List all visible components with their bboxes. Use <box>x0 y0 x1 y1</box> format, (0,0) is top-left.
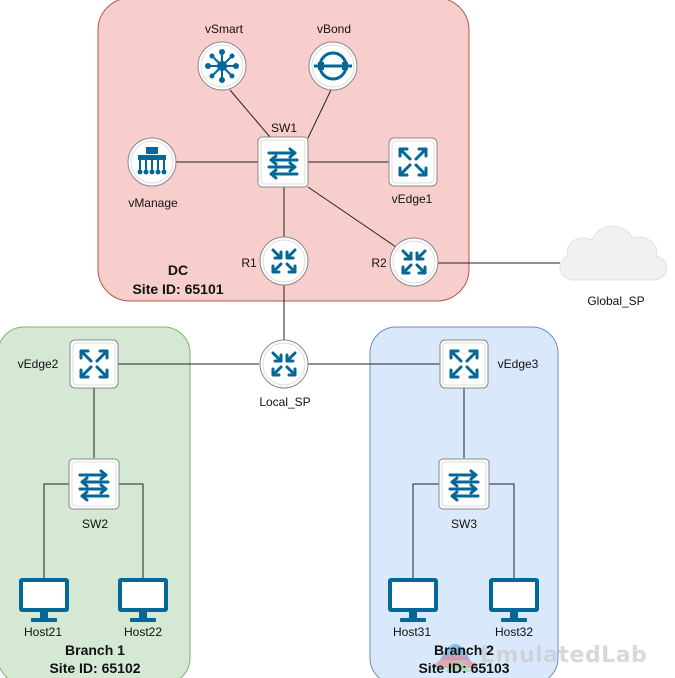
r2-label: R2 <box>371 256 387 270</box>
vedge3-label: vEdge3 <box>498 357 539 371</box>
host21-label: Host21 <box>24 625 62 639</box>
link-sw3-host32 <box>489 483 515 578</box>
vsmart-node[interactable]: vSmart <box>197 22 247 91</box>
vbond-label: vBond <box>317 22 351 36</box>
branch2-title: Branch 2 <box>434 642 494 658</box>
host31-node[interactable]: Host31 <box>388 578 438 639</box>
vedge-router-icon <box>438 338 490 390</box>
host22-node[interactable]: Host22 <box>118 578 168 639</box>
vedge3-node[interactable]: vEdge3 <box>438 338 539 390</box>
vmanage-icon <box>127 137 177 187</box>
links <box>43 89 560 578</box>
branch2-site-id: Site ID: 65103 <box>418 660 509 676</box>
link-vbond-sw1 <box>307 89 332 139</box>
r2-node[interactable]: R2 <box>371 236 440 288</box>
sw2-node[interactable]: SW2 <box>67 457 121 531</box>
host31-label: Host31 <box>393 625 431 639</box>
vedge1-label: vEdge1 <box>392 192 433 206</box>
global-sp-label: Global_SP <box>587 294 644 308</box>
vedge2-label: vEdge2 <box>18 357 59 371</box>
sw3-label: SW3 <box>451 517 477 531</box>
vsmart-icon <box>197 41 247 91</box>
switch-icon <box>67 457 121 511</box>
branch1-title: Branch 1 <box>65 642 125 658</box>
vsmart-label: vSmart <box>205 22 244 36</box>
sw2-label: SW2 <box>82 517 108 531</box>
link-sw2-host21 <box>43 483 69 578</box>
global-sp-node: Global_SP <box>559 225 668 308</box>
dc-title: DC <box>168 262 188 278</box>
watermark-logo: EmulatedLab <box>432 643 647 672</box>
vedge1-node[interactable]: vEdge1 <box>387 136 439 206</box>
vmanage-label: vManage <box>128 196 178 210</box>
switch-icon <box>437 457 491 511</box>
router-icon <box>388 236 440 288</box>
sw1-node[interactable]: SW1 <box>256 121 310 189</box>
switch-icon <box>256 135 310 189</box>
sw3-node[interactable]: SW3 <box>437 457 491 531</box>
link-sw1-r2 <box>307 186 397 248</box>
sw1-label: SW1 <box>271 121 297 135</box>
router-icon <box>258 338 310 390</box>
r1-node[interactable]: R1 <box>241 235 310 287</box>
host32-label: Host32 <box>495 625 533 639</box>
vbond-icon <box>308 41 358 91</box>
vedge-router-icon <box>68 338 120 390</box>
r1-label: R1 <box>241 256 257 270</box>
local-sp-node[interactable]: Local_SP <box>258 338 311 409</box>
watermark-text: EmulatedLab <box>480 643 647 668</box>
cloud-icon <box>559 225 668 281</box>
vmanage-node[interactable]: vManage <box>127 137 178 210</box>
router-icon <box>258 235 310 287</box>
vedge2-node[interactable]: vEdge2 <box>18 338 120 390</box>
vbond-node[interactable]: vBond <box>308 22 358 91</box>
vedge-router-icon <box>387 136 439 188</box>
local-sp-label: Local_SP <box>259 395 310 409</box>
host22-label: Host22 <box>124 625 162 639</box>
host21-node[interactable]: Host21 <box>19 578 69 639</box>
link-vsmart-sw1 <box>229 89 271 138</box>
watermark-icon <box>432 644 478 672</box>
link-sw2-host22 <box>119 483 144 578</box>
branch1-site-id: Site ID: 65102 <box>49 660 140 676</box>
dc-site-id: Site ID: 65101 <box>132 281 223 297</box>
host32-node[interactable]: Host32 <box>489 578 539 639</box>
link-sw3-host31 <box>412 483 439 578</box>
